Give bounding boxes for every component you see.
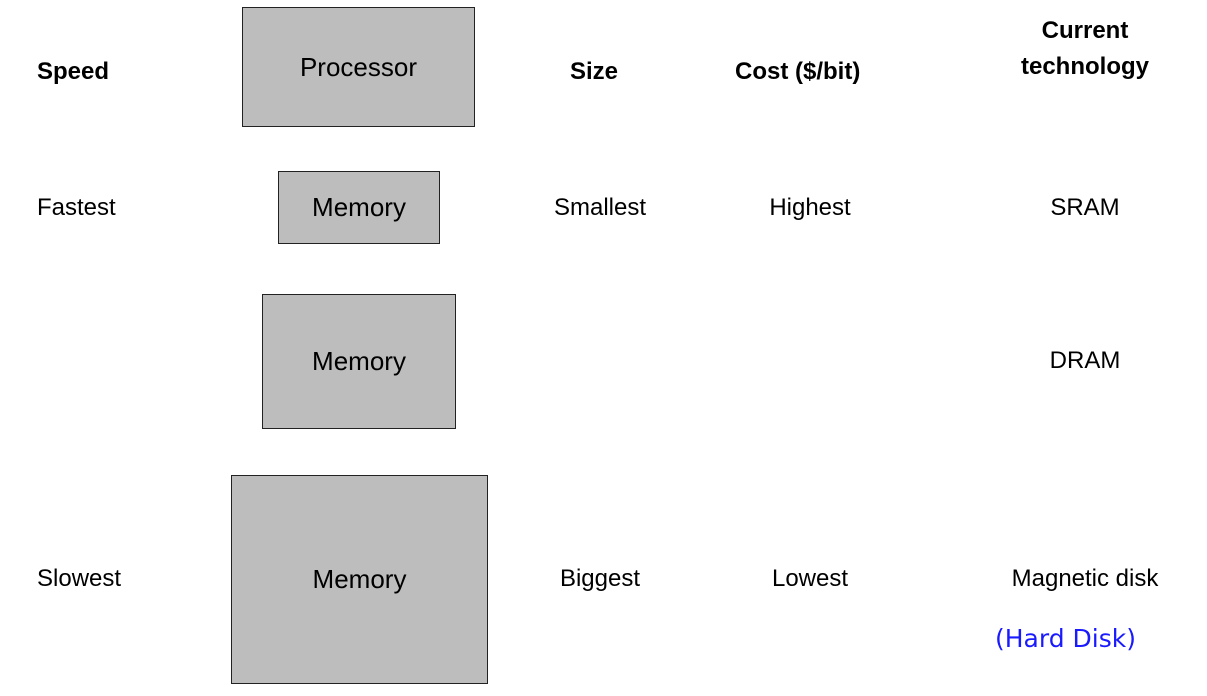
- memory-label: Memory: [312, 192, 406, 222]
- level-3-size: Biggest: [559, 565, 641, 592]
- processor-box: Processor: [242, 7, 475, 127]
- level-2-technology: DRAM: [1049, 347, 1121, 374]
- size-header: Size: [570, 58, 619, 85]
- level-1-size: Smallest: [553, 194, 647, 221]
- level-1-technology: SRAM: [1050, 194, 1120, 221]
- speed-header: Speed: [37, 58, 110, 85]
- memory-label: Memory: [312, 564, 407, 594]
- hard-disk-note: (Hard Disk): [995, 624, 1136, 653]
- technology-header-line2: technology: [1020, 53, 1149, 80]
- level-3-cost: Lowest: [771, 565, 849, 592]
- memory-box-level-2: Memory: [262, 294, 456, 429]
- level-1-cost: Highest: [769, 194, 851, 221]
- technology-header-line1: Current: [1041, 17, 1129, 44]
- level-1-speed: Fastest: [37, 194, 116, 221]
- processor-label: Processor: [299, 51, 418, 82]
- cost-header: Cost ($/bit): [735, 58, 861, 85]
- level-3-speed: Slowest: [37, 565, 122, 592]
- memory-box-level-1: Memory: [278, 171, 440, 244]
- level-3-technology: Magnetic disk: [1011, 565, 1159, 592]
- memory-box-level-3: Memory: [231, 475, 488, 684]
- memory-label: Memory: [312, 346, 406, 376]
